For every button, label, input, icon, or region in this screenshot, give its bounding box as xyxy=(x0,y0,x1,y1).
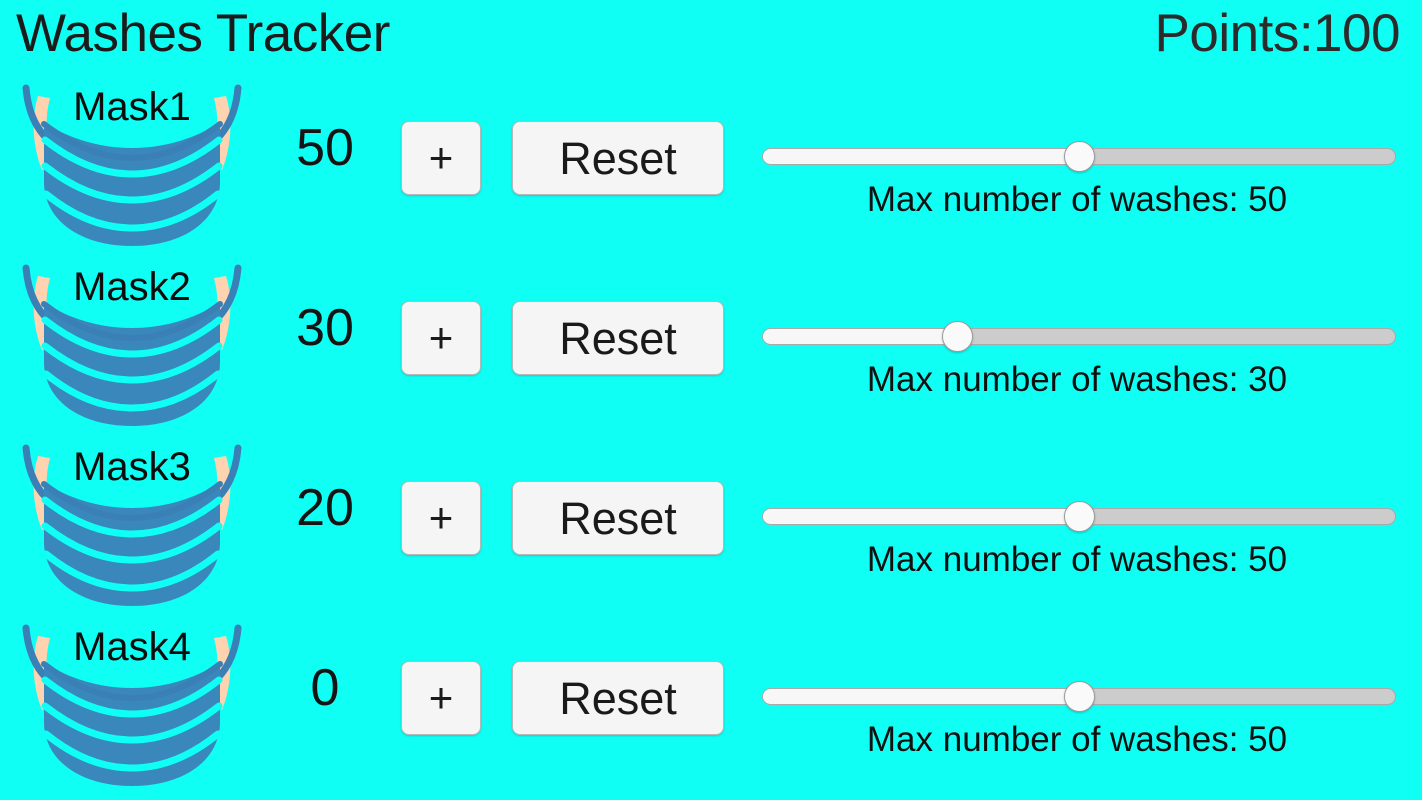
max-washes-slider-cell: Max number of washes: 50 xyxy=(760,618,1400,798)
slider-thumb[interactable] xyxy=(942,321,974,352)
face-mask-icon: Mask2 xyxy=(8,258,256,438)
slider-fill xyxy=(763,509,1079,524)
slider-track[interactable] xyxy=(762,328,1396,345)
face-mask-glyph xyxy=(22,264,242,426)
face-mask-icon: Mask4 xyxy=(8,618,256,798)
face-mask-glyph xyxy=(22,84,242,246)
wash-count: 20 xyxy=(296,479,354,537)
mask-row-2: Mask2 30 + Reset Max number of washes: 3… xyxy=(0,258,1422,438)
mask-row-3: Mask3 20 + Reset Max number of washes: 5… xyxy=(0,438,1422,618)
points-display: Points:100 xyxy=(1154,4,1401,63)
max-washes-slider-2[interactable] xyxy=(762,321,1396,352)
increment-button-4[interactable]: + xyxy=(401,661,481,735)
slider-fill xyxy=(763,689,1079,704)
max-washes-slider-1[interactable] xyxy=(762,141,1396,172)
mask-row-1: Mask1 50 + Reset Max number of washes: 5… xyxy=(0,78,1422,258)
wash-count: 30 xyxy=(296,299,354,357)
slider-thumb[interactable] xyxy=(1064,681,1095,712)
wash-count: 50 xyxy=(296,119,354,177)
mask-row-4: Mask4 0 + Reset Max number of washes: 50 xyxy=(0,618,1422,798)
reset-button-2[interactable]: Reset xyxy=(512,301,724,375)
face-mask-glyph xyxy=(22,444,242,606)
app-header: Washes Tracker Points:100 xyxy=(0,0,1422,78)
slider-thumb[interactable] xyxy=(1064,141,1095,172)
face-mask-icon: Mask3 xyxy=(8,438,256,618)
mask-rows-container: Mask1 50 + Reset Max number of washes: 5… xyxy=(0,78,1422,800)
slider-caption: Max number of washes: 50 xyxy=(866,540,1288,579)
slider-thumb[interactable] xyxy=(1064,501,1095,532)
slider-fill xyxy=(763,149,1079,164)
slider-fill xyxy=(763,329,958,344)
max-washes-slider-3[interactable] xyxy=(762,501,1396,532)
reset-button-4[interactable]: Reset xyxy=(512,661,724,735)
increment-button-1[interactable]: + xyxy=(401,121,481,195)
slider-caption: Max number of washes: 30 xyxy=(866,360,1288,399)
wash-count: 0 xyxy=(310,659,340,717)
max-washes-slider-cell: Max number of washes: 50 xyxy=(760,438,1400,618)
max-washes-slider-cell: Max number of washes: 50 xyxy=(760,78,1400,258)
reset-button-3[interactable]: Reset xyxy=(512,481,724,555)
max-washes-slider-4[interactable] xyxy=(762,681,1396,712)
increment-button-3[interactable]: + xyxy=(401,481,481,555)
face-mask-icon: Mask1 xyxy=(8,78,256,258)
slider-caption: Max number of washes: 50 xyxy=(866,180,1288,219)
increment-button-2[interactable]: + xyxy=(401,301,481,375)
page-title: Washes Tracker xyxy=(16,4,390,63)
max-washes-slider-cell: Max number of washes: 30 xyxy=(760,258,1400,438)
reset-button-1[interactable]: Reset xyxy=(512,121,724,195)
slider-caption: Max number of washes: 50 xyxy=(866,720,1288,759)
face-mask-glyph xyxy=(22,624,242,786)
